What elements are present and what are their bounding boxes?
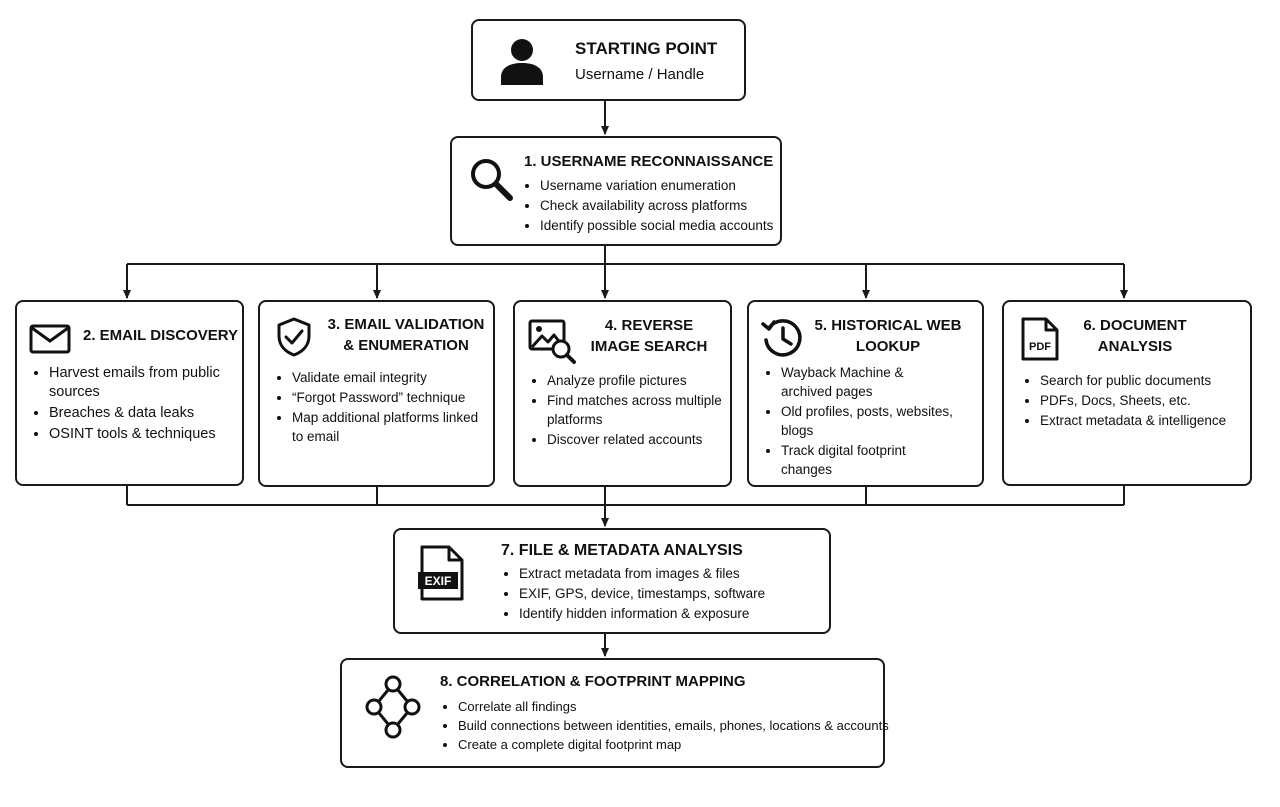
list-item: EXIF, GPS, device, timestamps, software bbox=[519, 584, 839, 603]
list-item: Check availability across platforms bbox=[540, 196, 795, 215]
step6-list: Search for public documents PDFs, Docs, … bbox=[1022, 371, 1255, 431]
image-search-icon bbox=[528, 319, 576, 364]
exif-file-icon: EXIF bbox=[418, 545, 464, 601]
step2-title: 2. EMAIL DISCOVERY bbox=[83, 327, 239, 344]
list-item: Map additional platforms linked to email bbox=[292, 408, 492, 446]
list-item: “Forgot Password” technique bbox=[292, 388, 492, 407]
exif-icon-label: EXIF bbox=[425, 574, 452, 588]
history-icon bbox=[761, 319, 802, 357]
list-item: Breaches & data leaks bbox=[49, 404, 227, 423]
step-username-reconnaissance: 1. USERNAME RECONNAISSANCE Username vari… bbox=[450, 136, 782, 246]
step7-list: Extract metadata from images & files EXI… bbox=[501, 564, 839, 624]
step-email-validation: 3. EMAIL VALIDATION & ENUMERATION Valida… bbox=[258, 300, 495, 487]
step8-list: Correlate all findings Build connections… bbox=[440, 697, 898, 754]
list-item: Old profiles, posts, websites, blogs bbox=[781, 402, 956, 440]
step-document-analysis: PDF 6. DOCUMENT ANALYSIS Search for publ… bbox=[1002, 300, 1252, 486]
list-item: Find matches across multiple platforms bbox=[547, 391, 742, 429]
list-item: Create a complete digital footprint map bbox=[458, 735, 898, 754]
user-icon bbox=[501, 39, 543, 85]
pdf-document-icon: PDF bbox=[1021, 317, 1059, 361]
list-item: Extract metadata from images & files bbox=[519, 564, 839, 583]
step1-title: 1. USERNAME RECONNAISSANCE bbox=[524, 153, 774, 170]
list-item: Identify hidden information & exposure bbox=[519, 604, 839, 623]
step2-list: Harvest emails from public sources Breac… bbox=[31, 364, 227, 446]
shield-check-icon bbox=[277, 317, 311, 357]
step1-list: Username variation enumeration Check ava… bbox=[522, 176, 795, 236]
step-email-discovery: 2. EMAIL DISCOVERY Harvest emails from p… bbox=[15, 300, 244, 486]
list-item: PDFs, Docs, Sheets, etc. bbox=[1040, 391, 1255, 410]
step-correlation-footprint-mapping: 8. CORRELATION & FOOTPRINT MAPPING Corre… bbox=[340, 658, 889, 768]
list-item: Discover related accounts bbox=[547, 430, 742, 449]
step5-title: 5. HISTORICAL WEB LOOKUP bbox=[814, 317, 962, 355]
list-item: Username variation enumeration bbox=[540, 176, 795, 195]
step3-title: 3. EMAIL VALIDATION & ENUMERATION bbox=[327, 316, 485, 354]
list-item: Analyze profile pictures bbox=[547, 371, 742, 390]
pdf-icon-label: PDF bbox=[1029, 341, 1051, 353]
list-item: OSINT tools & techniques bbox=[49, 425, 227, 444]
start-title: STARTING POINT bbox=[575, 39, 718, 58]
list-item: Search for public documents bbox=[1040, 371, 1255, 390]
step3-list: Validate email integrity “Forgot Passwor… bbox=[274, 368, 492, 447]
list-item: Correlate all findings bbox=[458, 697, 898, 716]
list-item: Build connections between identities, em… bbox=[458, 716, 898, 735]
network-graph-icon bbox=[365, 675, 421, 739]
list-item: Extract metadata & intelligence bbox=[1040, 411, 1255, 430]
magnifier-icon bbox=[471, 159, 513, 201]
list-item: Wayback Machine & archived pages bbox=[781, 363, 956, 401]
list-item: Harvest emails from public sources bbox=[49, 364, 227, 402]
envelope-icon bbox=[29, 324, 71, 354]
step4-list: Analyze profile pictures Find matches ac… bbox=[529, 371, 742, 450]
step6-title: 6. DOCUMENT ANALYSIS bbox=[1083, 317, 1187, 355]
starting-point-box: STARTING POINT Username / Handle bbox=[471, 19, 746, 101]
step5-list: Wayback Machine & archived pages Old pro… bbox=[763, 363, 956, 480]
step-reverse-image-search: 4. REVERSE IMAGE SEARCH Analyze profile … bbox=[513, 300, 732, 487]
start-subtitle: Username / Handle bbox=[575, 66, 705, 83]
step8-title: 8. CORRELATION & FOOTPRINT MAPPING bbox=[440, 673, 746, 690]
step4-title: 4. REVERSE IMAGE SEARCH bbox=[590, 317, 708, 355]
list-item: Identify possible social media accounts bbox=[540, 216, 795, 235]
step-file-metadata-analysis: EXIF 7. FILE & METADATA ANALYSIS Extract… bbox=[393, 528, 831, 634]
step-historical-web-lookup: 5. HISTORICAL WEB LOOKUP Wayback Machine… bbox=[747, 300, 984, 487]
step7-title: 7. FILE & METADATA ANALYSIS bbox=[501, 542, 743, 559]
list-item: Validate email integrity bbox=[292, 368, 492, 387]
list-item: Track digital footprint changes bbox=[781, 441, 956, 479]
